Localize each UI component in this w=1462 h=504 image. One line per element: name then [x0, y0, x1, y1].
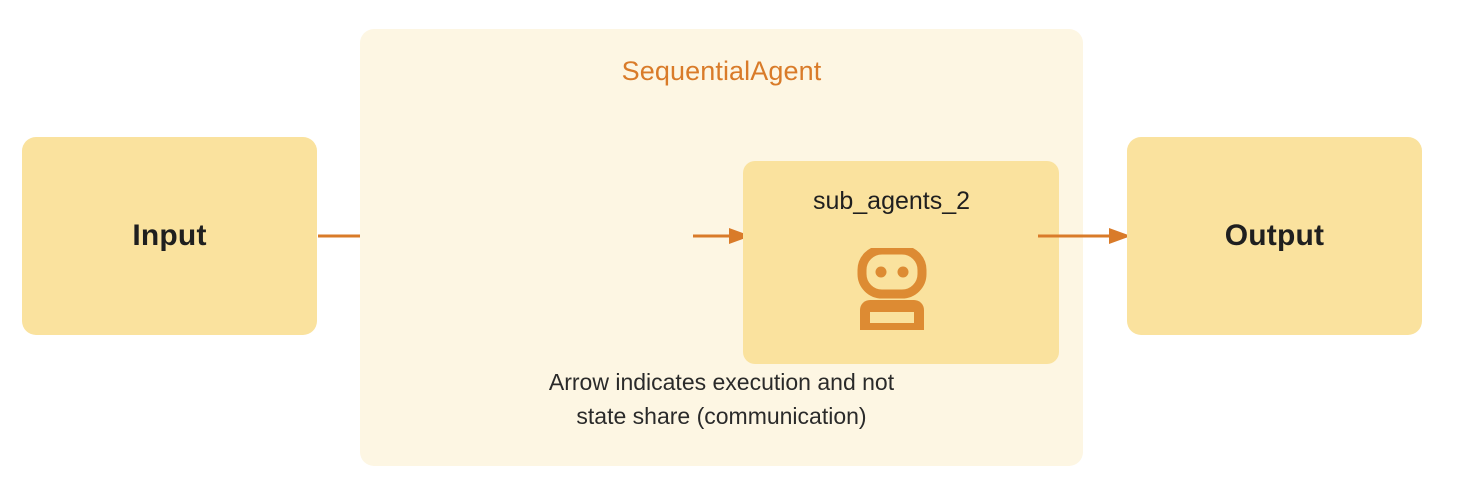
arrow-sub-agent-1-to-sub-agent-2: [693, 228, 751, 244]
output-label: Output: [1224, 219, 1325, 252]
output-box: Output: [1127, 137, 1422, 335]
arrow-sub-agent-2-to-output: [1038, 228, 1131, 244]
sequential-agent-container: SequentialAgent sub_agents_1 sub_agents_…: [360, 29, 1083, 466]
sub-agent-box-2[interactable]: sub_agents_2: [743, 161, 1040, 364]
robot-icon: [857, 248, 926, 330]
sub-agent-label-2: sub_agents_2: [812, 187, 971, 215]
caption-line-1: Arrow indicates execution and not: [548, 369, 895, 395]
caption-line-2: state share (communication): [576, 403, 867, 429]
diagram-caption: Arrow indicates execution and not state …: [360, 365, 1083, 433]
input-box: Input: [22, 137, 317, 335]
sequential-agent-title: SequentialAgent: [621, 56, 822, 86]
input-label: Input: [132, 219, 207, 252]
